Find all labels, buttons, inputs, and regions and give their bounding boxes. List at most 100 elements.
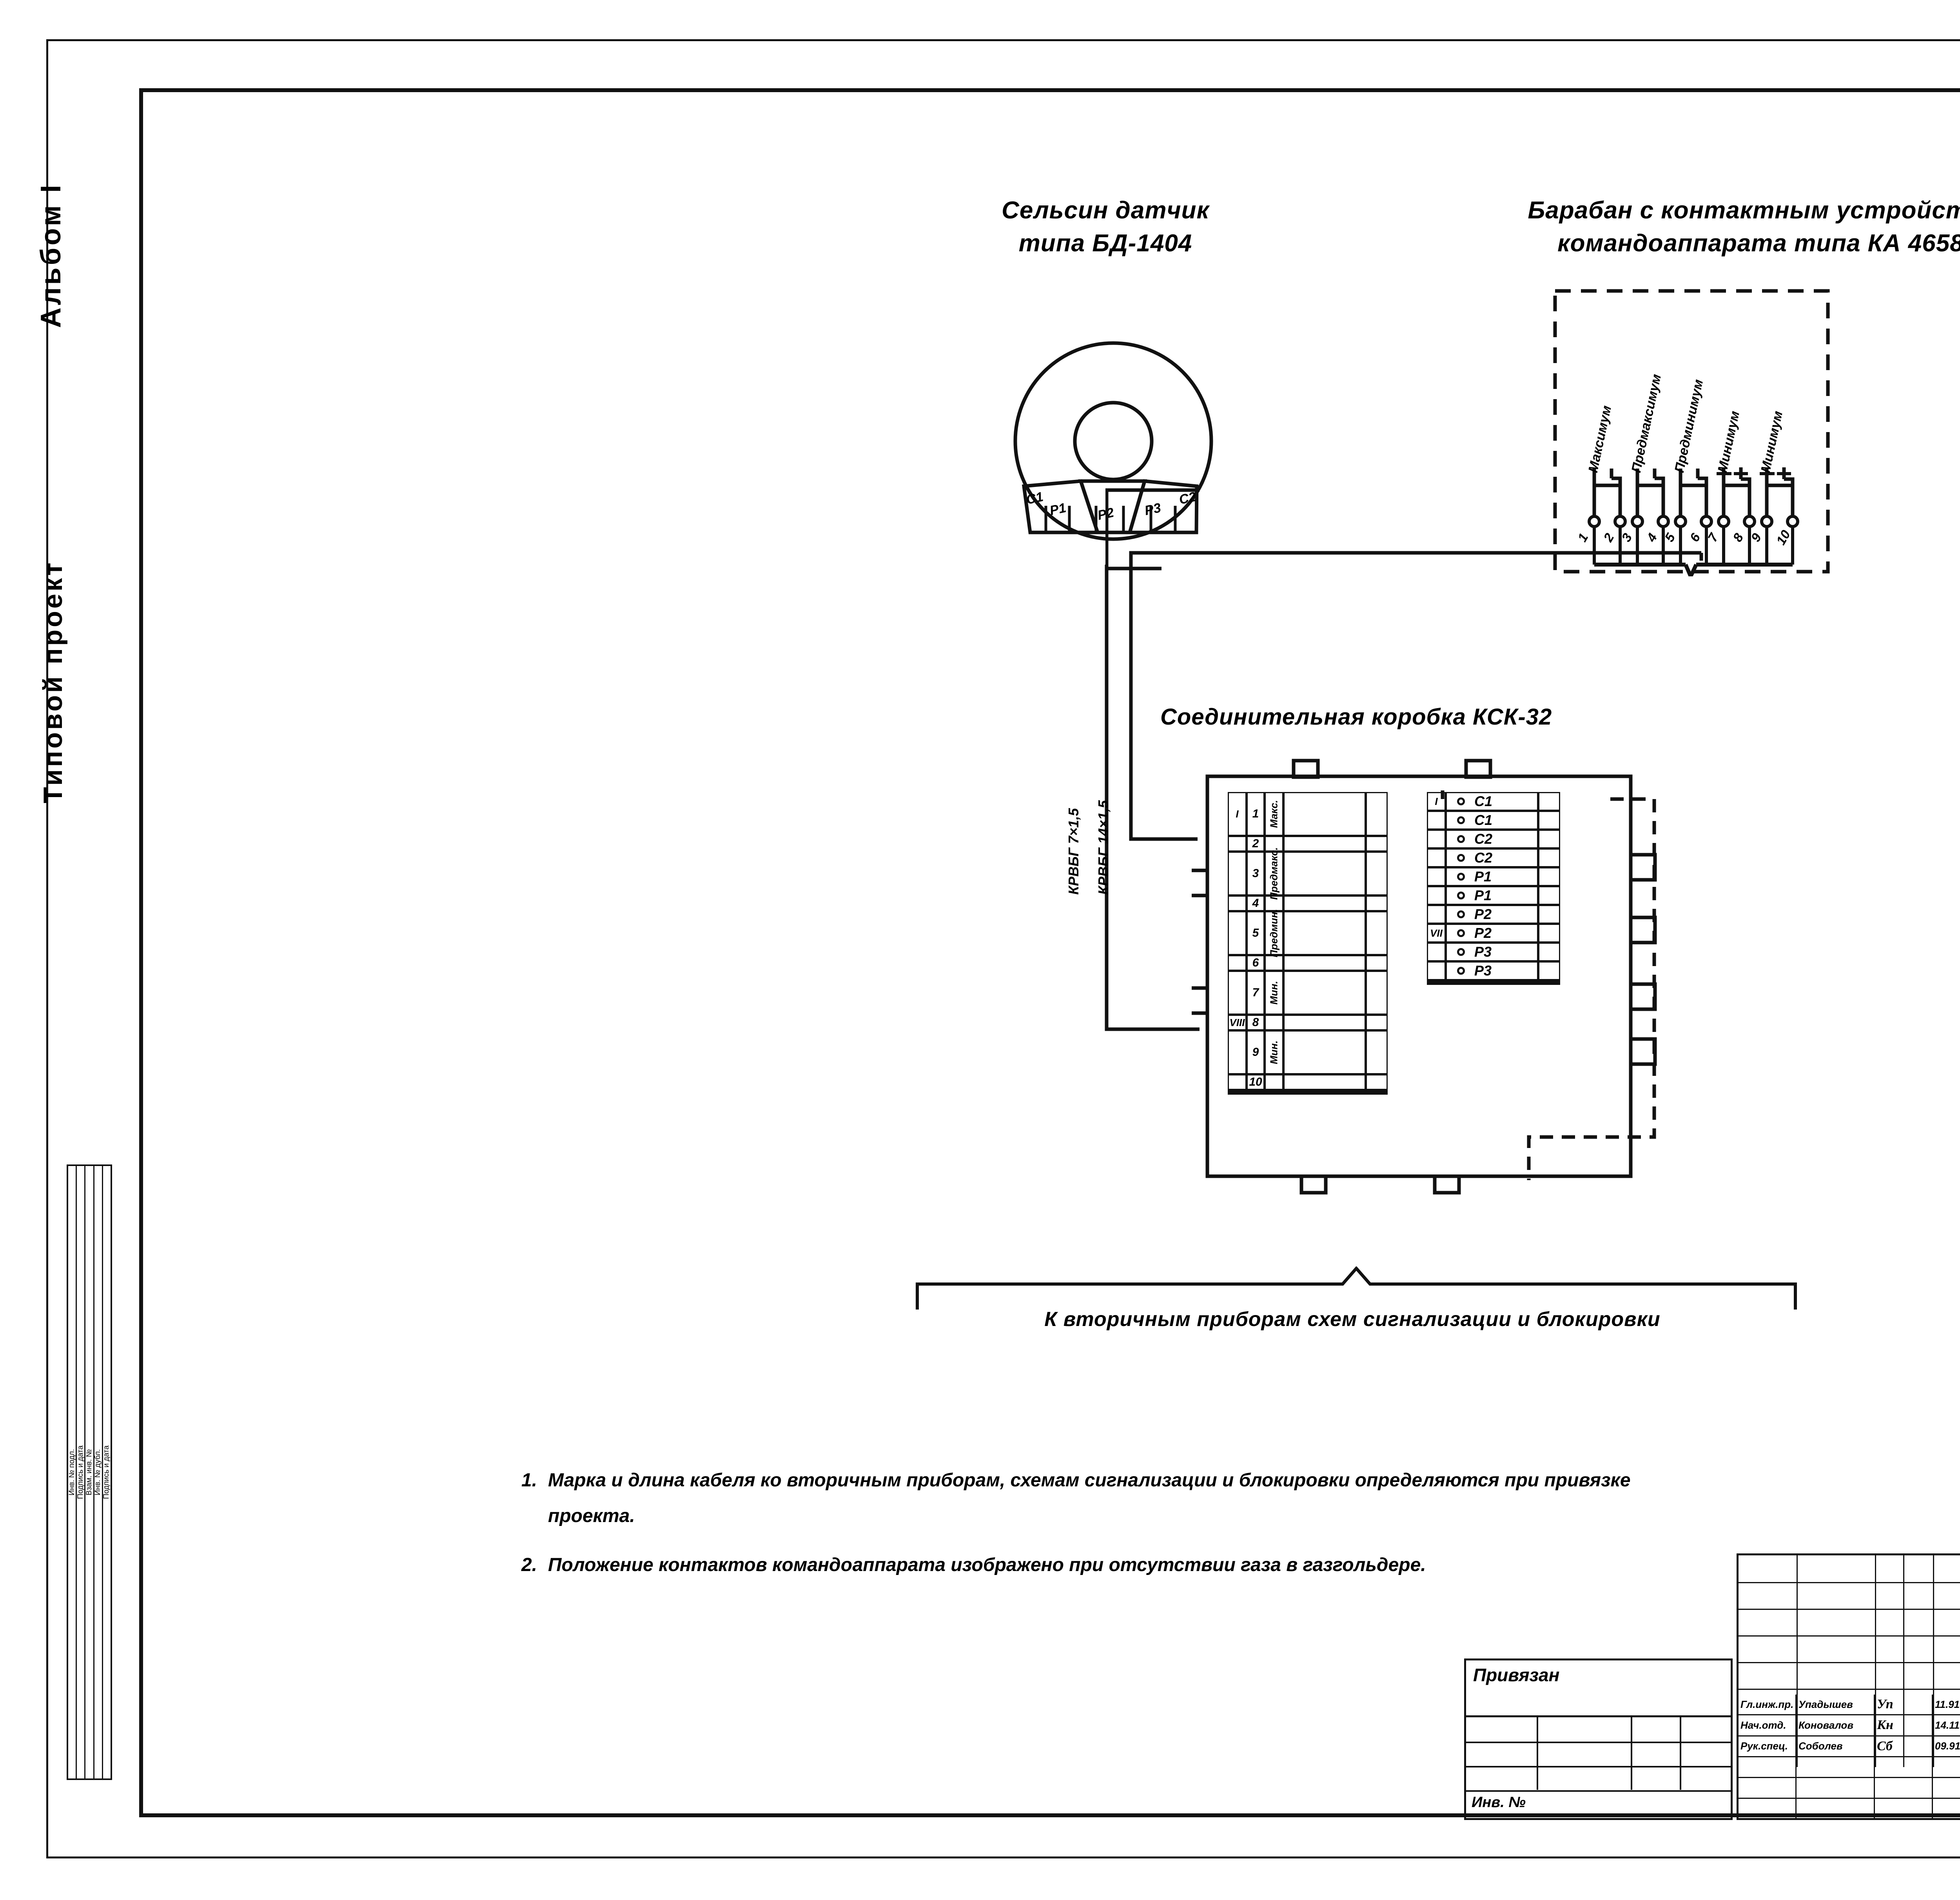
signature-name	[1797, 1757, 1875, 1778]
note-item: 2. Положение контактов командоаппарата и…	[521, 1547, 1658, 1583]
terminal-lug	[1366, 955, 1388, 971]
terminal-label-cell: P3	[1446, 943, 1538, 961]
table-row: 9 Мин.	[1228, 1030, 1388, 1074]
table-row	[1739, 1778, 1960, 1799]
terminal-lug	[1366, 836, 1388, 852]
binding-cell: Привязан	[1464, 1658, 1733, 1717]
table-row: 3 Предмакс.	[1228, 847, 1388, 900]
drum-contact-device-drawing: Максимум Предмаксимум Предминимум Миниму…	[1550, 286, 1833, 576]
terminal-lug	[1366, 1092, 1388, 1095]
inventory-grid	[1466, 1717, 1731, 1818]
wire-cell	[1283, 852, 1366, 896]
terminal-lug	[1538, 961, 1560, 980]
terminal-lug	[1366, 1030, 1388, 1074]
terminal-number	[1247, 1092, 1265, 1095]
terminal-dot-icon	[1457, 854, 1465, 862]
table-row: VIII 8	[1228, 1015, 1388, 1030]
table-row	[1228, 1090, 1388, 1092]
table-row: I C1	[1427, 792, 1560, 811]
roman-numeral-cell	[1228, 852, 1247, 896]
table-row: Рук.спец. Соболев Сб 09.913	[1739, 1736, 1960, 1757]
selsyn-title-line2: типа БД-1404	[1018, 229, 1192, 257]
terminal-label: C2	[1474, 831, 1493, 847]
bracket-caption: К вторичным приборам схем сигнализации и…	[1044, 1308, 1661, 1331]
terminal-dot-icon	[1457, 967, 1465, 975]
wire-cell	[1283, 911, 1366, 955]
terminal-lug	[1538, 943, 1560, 961]
junction-box-title: Соединительная коробка КСК-32	[1160, 704, 1552, 730]
group-label-cell	[1265, 1092, 1283, 1095]
terminal-number: 7	[1247, 971, 1265, 1015]
note-text: Марка и длина кабеля ко вторичным прибор…	[548, 1470, 1631, 1527]
terminal-number: 3	[1247, 852, 1265, 896]
selsyn-title: Сельсин датчик типа БД-1404	[858, 194, 1352, 260]
wire-cell	[1283, 1092, 1366, 1095]
terminal-dot-icon	[1457, 910, 1465, 918]
signature-name	[1797, 1778, 1875, 1799]
wire-cell	[1283, 1090, 1366, 1092]
signature-mark	[1875, 1799, 1933, 1820]
cable-label-right: КРВБГ 14×1,5	[1095, 800, 1111, 895]
wire-cell	[1283, 1030, 1366, 1074]
group-label-cell: Мин.	[1265, 1030, 1283, 1074]
roman-numeral-cell	[1427, 848, 1446, 867]
signature-role: Гл.инж.пр.	[1739, 1695, 1797, 1716]
junction-box-drawing: I 1 Макс. 2 3 Предмакс.	[1192, 753, 1697, 1255]
output-bracket	[916, 1266, 1797, 1310]
table-row: VII P2	[1427, 924, 1560, 943]
inventory-label: Инв. №	[1472, 1794, 1526, 1811]
signature-name: Упадышев	[1797, 1695, 1875, 1716]
title-block: 707-2-20с 85 СО Гл.инж.пр. Упадышев Уп 1…	[1737, 1553, 1960, 1820]
table-row: P3	[1427, 961, 1560, 980]
terminal-lug	[1366, 792, 1388, 836]
signature-role: Нач.отд.	[1739, 1715, 1797, 1737]
terminal-lug	[1366, 896, 1388, 911]
note-item: 1. Марка и длина кабеля ко вторичным при…	[521, 1462, 1658, 1534]
inventory-cell: Инв. №	[1464, 1717, 1733, 1820]
group-label-cell	[1265, 836, 1283, 852]
table-row: Нач.отд. Коновалов Кн 14.11.	[1739, 1715, 1960, 1737]
terminal-lug	[1366, 971, 1388, 1015]
notes-list: 1. Марка и длина кабеля ко вторичным при…	[521, 1462, 1658, 1597]
terminal-label-cell: C2	[1446, 848, 1538, 867]
roman-numeral-cell	[1228, 955, 1247, 971]
terminal-lug	[1538, 886, 1560, 905]
terminal-dot-icon	[1457, 797, 1465, 805]
table-row: P2	[1427, 905, 1560, 924]
signature-date	[1933, 1778, 1960, 1799]
signature-date: 14.11.	[1933, 1715, 1960, 1737]
signature-date: 09.913	[1933, 1737, 1960, 1757]
signature-mark: Кн	[1875, 1715, 1933, 1737]
roman-numeral-cell	[1228, 911, 1247, 955]
terminal-lug	[1366, 1074, 1388, 1090]
stamp-cell: Инв. № дубл.	[94, 1166, 103, 1778]
terminal-lug	[1538, 983, 1560, 985]
terminal-dot-icon	[1457, 929, 1465, 937]
wire-cell	[1283, 955, 1366, 971]
terminal-label: C1	[1474, 793, 1493, 809]
group-label-cell	[1265, 1015, 1283, 1030]
terminal-label-cell: C2	[1446, 830, 1538, 848]
wire-cell	[1283, 1015, 1366, 1030]
roman-numeral-cell	[1427, 983, 1446, 985]
terminal-dot-icon	[1457, 816, 1465, 824]
signature-date	[1933, 1757, 1960, 1778]
stamp-cell-label: Инв. № дубл.	[94, 1449, 102, 1495]
terminal-label-cell: P3	[1446, 961, 1538, 980]
roman-numeral-cell	[1228, 896, 1247, 911]
terminal-label-cell: P2	[1446, 905, 1538, 924]
terminal-lug	[1538, 905, 1560, 924]
cable-label-left: КРВБГ 7×1,5	[1065, 808, 1082, 895]
signature-role	[1739, 1778, 1797, 1799]
terminal-label-cell: C1	[1446, 811, 1538, 830]
terminal-lug	[1538, 792, 1560, 811]
table-row: 5 Предмин.	[1228, 909, 1388, 957]
terminal-number: 5	[1247, 911, 1265, 955]
roman-numeral-cell	[1228, 836, 1247, 852]
table-row: I 1 Макс.	[1228, 792, 1388, 836]
roman-numeral-cell	[1427, 886, 1446, 905]
roman-numeral-cell	[1228, 1030, 1247, 1074]
terminal-lug	[1538, 867, 1560, 886]
stamp-cell: Взам. инв. №	[85, 1166, 94, 1778]
